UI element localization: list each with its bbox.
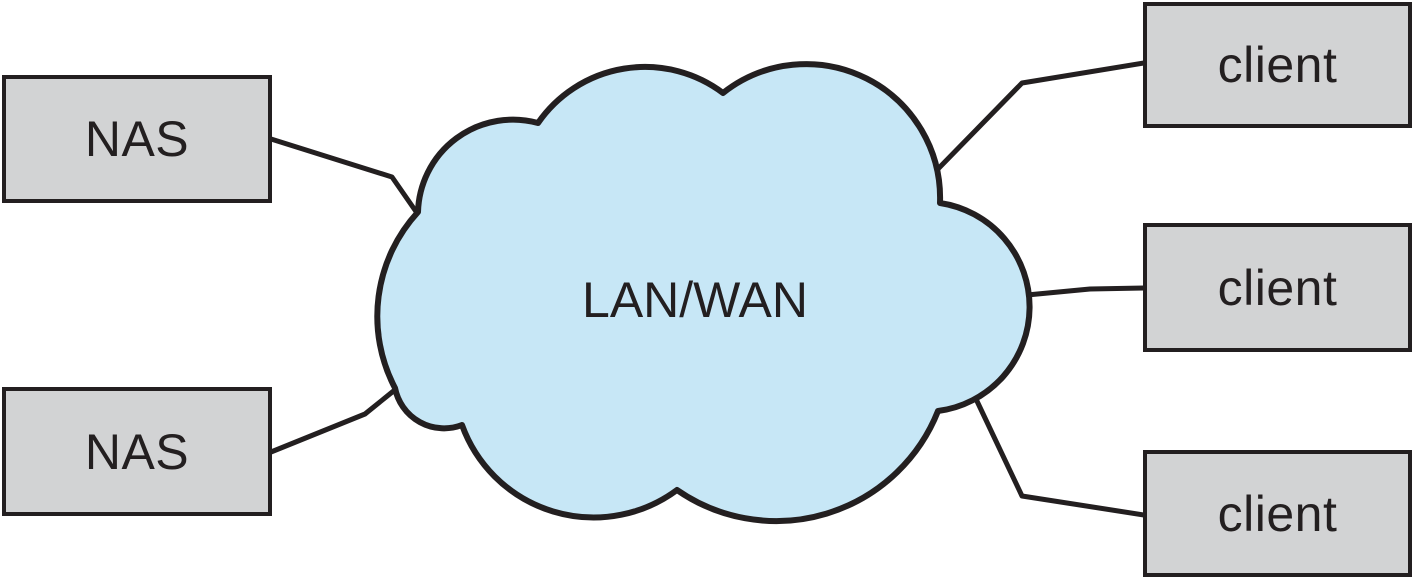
client-node-2: client bbox=[1143, 223, 1412, 352]
nas-node-1-label: NAS bbox=[84, 111, 190, 167]
nas-node-2: NAS bbox=[2, 387, 272, 516]
connector-nas1-cloud bbox=[268, 136, 420, 216]
client-node-3: client bbox=[1143, 450, 1412, 577]
client-node-1: client bbox=[1143, 2, 1412, 128]
connector-cloud-client1 bbox=[933, 60, 1147, 174]
client-node-3-label: client bbox=[1217, 485, 1338, 542]
nas-node-2-label: NAS bbox=[84, 423, 190, 480]
connector-cloud-client3 bbox=[973, 396, 1147, 518]
lan-wan-cloud bbox=[374, 61, 1033, 525]
connector-cloud-client2 bbox=[1024, 285, 1147, 298]
nas-node-1: NAS bbox=[2, 75, 272, 203]
client-node-1-label: client bbox=[1217, 37, 1338, 93]
client-node-2-label: client bbox=[1217, 259, 1338, 316]
connector-nas2-cloud bbox=[268, 386, 399, 455]
cloud-label: LAN/WAN bbox=[582, 272, 808, 328]
